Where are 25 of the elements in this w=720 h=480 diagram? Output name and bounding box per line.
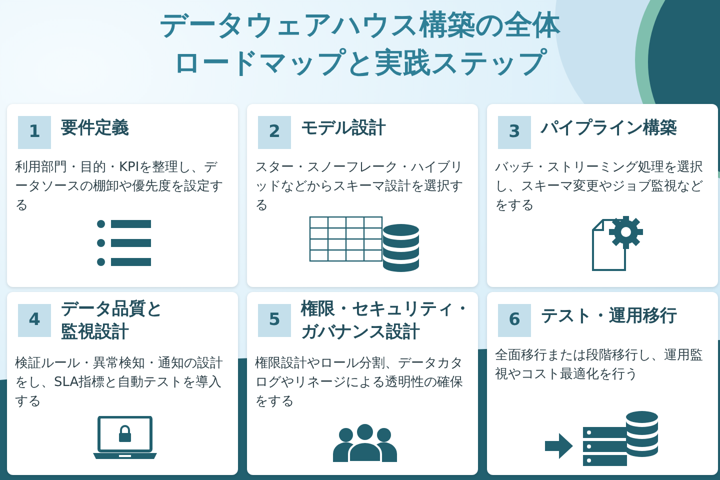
- step-number: 5: [258, 304, 291, 337]
- step-heading: 権限・セキュリティ・ガバナンス設計: [301, 298, 472, 344]
- step-card: [247, 292, 478, 475]
- title: データウェアハウス構築の全体ロードマップと実践ステップ: [158, 7, 562, 81]
- step-heading: モデル設計: [301, 117, 387, 139]
- step-heading: 要件定義: [61, 117, 130, 139]
- step-description: 権限設計やロール分割、データカタログやリネージによる透明性の確保をする: [255, 355, 464, 411]
- step-card: [247, 104, 478, 287]
- step-heading: パイプライン構築: [541, 117, 678, 139]
- step-card: [487, 292, 718, 475]
- step-description: バッチ・ストリーミング処理を選択し、スキーマ変更やジョブ監視などをする: [495, 159, 704, 215]
- step-description: 検証ルール・異常検知・通知の設計をし、SLA指標と自動テストを導入する: [15, 355, 224, 411]
- step-card: [7, 292, 238, 475]
- step-description: スター・スノーフレーク・ハイブリッドなどからスキーマ設計を選択する: [255, 159, 464, 215]
- step-number: 2: [258, 116, 291, 149]
- step-description: 利用部門・目的・KPIを整理し、データソースの棚卸や優先度を設定する: [15, 159, 224, 215]
- step-number: 4: [18, 304, 51, 337]
- step-card: [487, 104, 718, 287]
- step-description: 全面移行または段階移行し、運用監視やコスト最適化を行う: [495, 347, 704, 384]
- step-number: 3: [498, 116, 531, 149]
- step-heading: テスト・運用移行: [541, 305, 678, 327]
- step-number: 6: [498, 304, 531, 337]
- step-card: [7, 104, 238, 287]
- step-number: 1: [18, 116, 51, 149]
- step-heading: データ品質と監視設計: [61, 298, 164, 344]
